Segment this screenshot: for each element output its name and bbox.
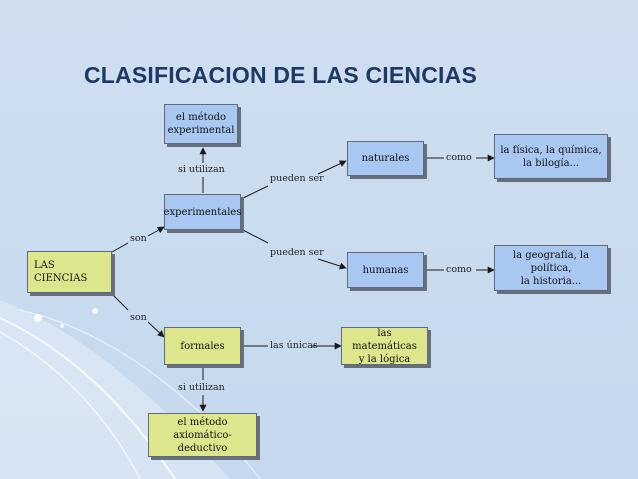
link-label-son-top: son (130, 233, 147, 244)
node-humanas: humanas (347, 252, 424, 288)
node-naturales: naturales (347, 141, 424, 176)
background-dot (60, 324, 64, 328)
node-naturales-label: naturales (361, 153, 410, 164)
node-formales-label: formales (180, 340, 225, 352)
link-label-pueden-ser-bottom: pueden ser (270, 247, 324, 258)
connector-line (240, 185, 269, 200)
link-label-son-bottom: son (130, 312, 147, 323)
node-las-ciencias-label: LAS CIENCIAS (34, 260, 88, 284)
node-metodo-axiomatico: el método axiomático-deductivo (148, 413, 257, 457)
link-label-las-unicas: las únicas (270, 340, 318, 351)
node-naturales-ejemplos-label: la física, la química, la bilogía... (500, 144, 602, 169)
connector-line (147, 321, 165, 338)
link-label-si-utilizan-top: si utilizan (178, 164, 225, 175)
background-swoosh (0, 331, 141, 479)
background-dot (92, 308, 98, 314)
connector-line (317, 160, 347, 175)
link-label-si-utilizan-bottom: si utilizan (178, 382, 225, 393)
node-naturales-ejemplos: la física, la química, la bilogía... (494, 134, 608, 179)
connector-line (147, 226, 165, 237)
node-formales-ejemplos-label: las matemáticas y la lógica (352, 327, 417, 365)
node-metodo-axiomatico-label: el método axiomático-deductivo (173, 416, 232, 454)
link-label-pueden-ser-top: pueden ser (270, 173, 324, 184)
node-metodo-experimental: el método experimental (164, 104, 238, 144)
connector-line (111, 242, 129, 253)
node-metodo-experimental-label: el método experimental (167, 112, 235, 136)
node-experimentales: experimentales (164, 194, 241, 230)
node-formales: formales (164, 327, 241, 365)
node-humanas-label: humanas (362, 264, 409, 276)
node-humanas-ejemplos-label: la geografía, la política, la historia..… (512, 249, 590, 287)
link-label-como-top: como (446, 152, 472, 163)
node-humanas-ejemplos: la geografía, la política, la historia..… (494, 245, 608, 291)
node-experimentales-label: experimentales (163, 206, 242, 218)
background-dot (34, 314, 42, 322)
node-formales-ejemplos: las matemáticas y la lógica (341, 327, 428, 365)
connector-line (240, 228, 269, 244)
connector-line (317, 258, 347, 270)
link-label-como-bottom: como (446, 264, 472, 275)
connector-line (111, 293, 129, 311)
node-las-ciencias: LAS CIENCIAS (27, 251, 112, 293)
slide-title: CLASIFICACION DE LAS CIENCIAS (84, 62, 477, 88)
